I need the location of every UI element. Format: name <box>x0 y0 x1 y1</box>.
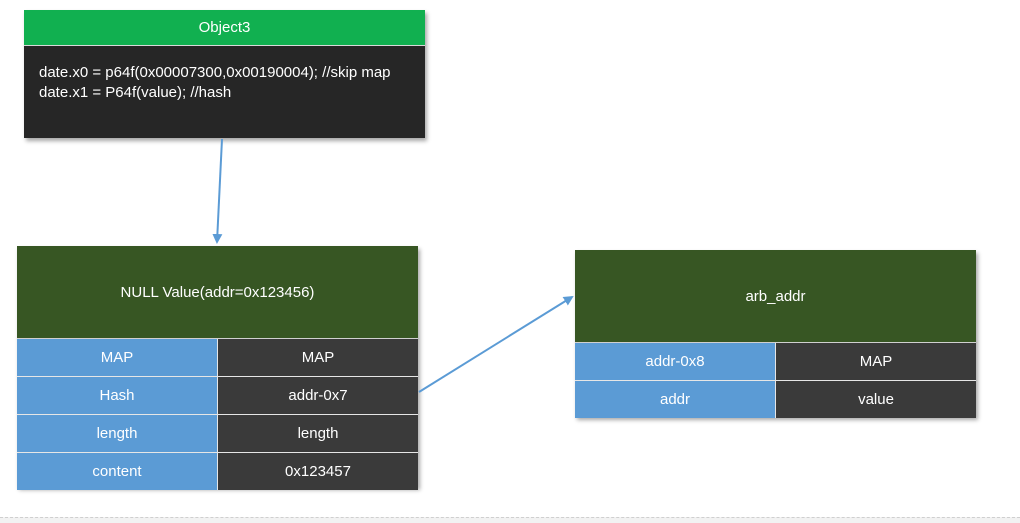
row-value: addr-0x7 <box>218 377 418 414</box>
table-row: Hash addr-0x7 <box>17 377 418 415</box>
row-key: length <box>17 415 218 452</box>
null-value-table: NULL Value(addr=0x123456) MAP MAP Hash a… <box>17 246 418 490</box>
table-row: MAP MAP <box>17 339 418 377</box>
table-row: content 0x123457 <box>17 453 418 490</box>
arrow-object3-to-null-value <box>212 138 223 244</box>
table-row: addr value <box>575 381 976 418</box>
table-row: addr-0x8 MAP <box>575 343 976 381</box>
row-value: length <box>218 415 418 452</box>
arb-addr-table: arb_addr addr-0x8 MAP addr value <box>575 250 976 418</box>
row-key: addr <box>575 381 776 418</box>
arrow-hash-to-arb-addr <box>418 295 574 393</box>
object3-line-1: date.x0 = p64f(0x00007300,0x00190004); /… <box>39 64 391 81</box>
object3-code: date.x0 = p64f(0x00007300,0x00190004); /… <box>24 46 425 103</box>
bottom-divider <box>0 517 1020 523</box>
table-row: length length <box>17 415 418 453</box>
row-value: MAP <box>776 343 976 380</box>
row-value: value <box>776 381 976 418</box>
row-key: Hash <box>17 377 218 414</box>
row-key: addr-0x8 <box>575 343 776 380</box>
row-value: MAP <box>218 339 418 376</box>
row-key: MAP <box>17 339 218 376</box>
row-value: 0x123457 <box>218 453 418 490</box>
null-value-title: NULL Value(addr=0x123456) <box>17 246 418 339</box>
object3-title: Object3 <box>24 10 425 46</box>
object3-box: Object3 date.x0 = p64f(0x00007300,0x0019… <box>24 10 425 138</box>
object3-line-2: date.x1 = P64f(value); //hash <box>39 84 232 101</box>
row-key: content <box>17 453 218 490</box>
arb-addr-title: arb_addr <box>575 250 976 343</box>
